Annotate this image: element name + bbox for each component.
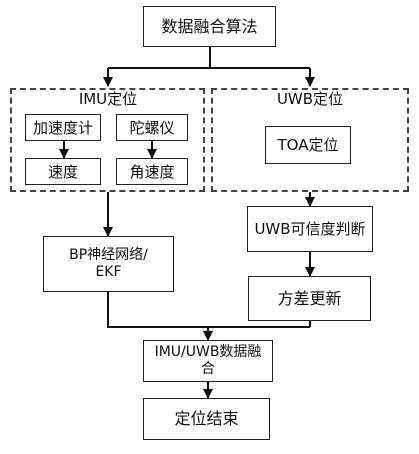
node-angular-velocity: 角速度 xyxy=(116,158,188,185)
node-velocity: 速度 xyxy=(25,158,101,185)
node-fusion-algorithm: 数据融合算法 xyxy=(143,6,276,47)
group-uwb xyxy=(211,88,409,192)
group-imu-label: IMU定位 xyxy=(66,92,150,107)
node-uwb-credibility-label: UWB可信度判断 xyxy=(254,220,366,238)
node-fusion-algorithm-label: 数据融合算法 xyxy=(161,16,258,36)
node-accelerometer-label: 加速度计 xyxy=(32,118,93,137)
node-variance-update: 方差更新 xyxy=(248,276,371,321)
node-imu-uwb-fusion-label-line2: 合 xyxy=(201,361,215,377)
node-toa-label: TOA定位 xyxy=(277,136,339,154)
node-gyroscope: 陀螺仪 xyxy=(116,114,188,141)
node-variance-update-label: 方差更新 xyxy=(277,288,342,308)
node-gyroscope-label: 陀螺仪 xyxy=(129,118,175,137)
node-imu-uwb-fusion-label-line1: IMU/UWB数据融 xyxy=(154,344,262,361)
node-bp-ekf-label-line1: BP神经网络/ xyxy=(69,247,148,264)
node-velocity-label: 速度 xyxy=(47,162,78,181)
node-bp-ekf-label-line2: EKF xyxy=(95,264,122,280)
node-accelerometer: 加速度计 xyxy=(25,114,101,141)
node-result: 定位结束 xyxy=(143,398,270,440)
node-angular-velocity-label: 角速度 xyxy=(129,162,175,181)
node-bp-ekf: BP神经网络/ EKF xyxy=(43,236,174,292)
node-uwb-credibility: UWB可信度判断 xyxy=(247,206,373,252)
group-uwb-label: UWB定位 xyxy=(262,92,358,107)
node-imu-uwb-fusion: IMU/UWB数据融 合 xyxy=(143,340,273,382)
group-imu xyxy=(10,88,205,192)
node-toa: TOA定位 xyxy=(265,126,351,164)
node-result-label: 定位结束 xyxy=(174,409,239,429)
